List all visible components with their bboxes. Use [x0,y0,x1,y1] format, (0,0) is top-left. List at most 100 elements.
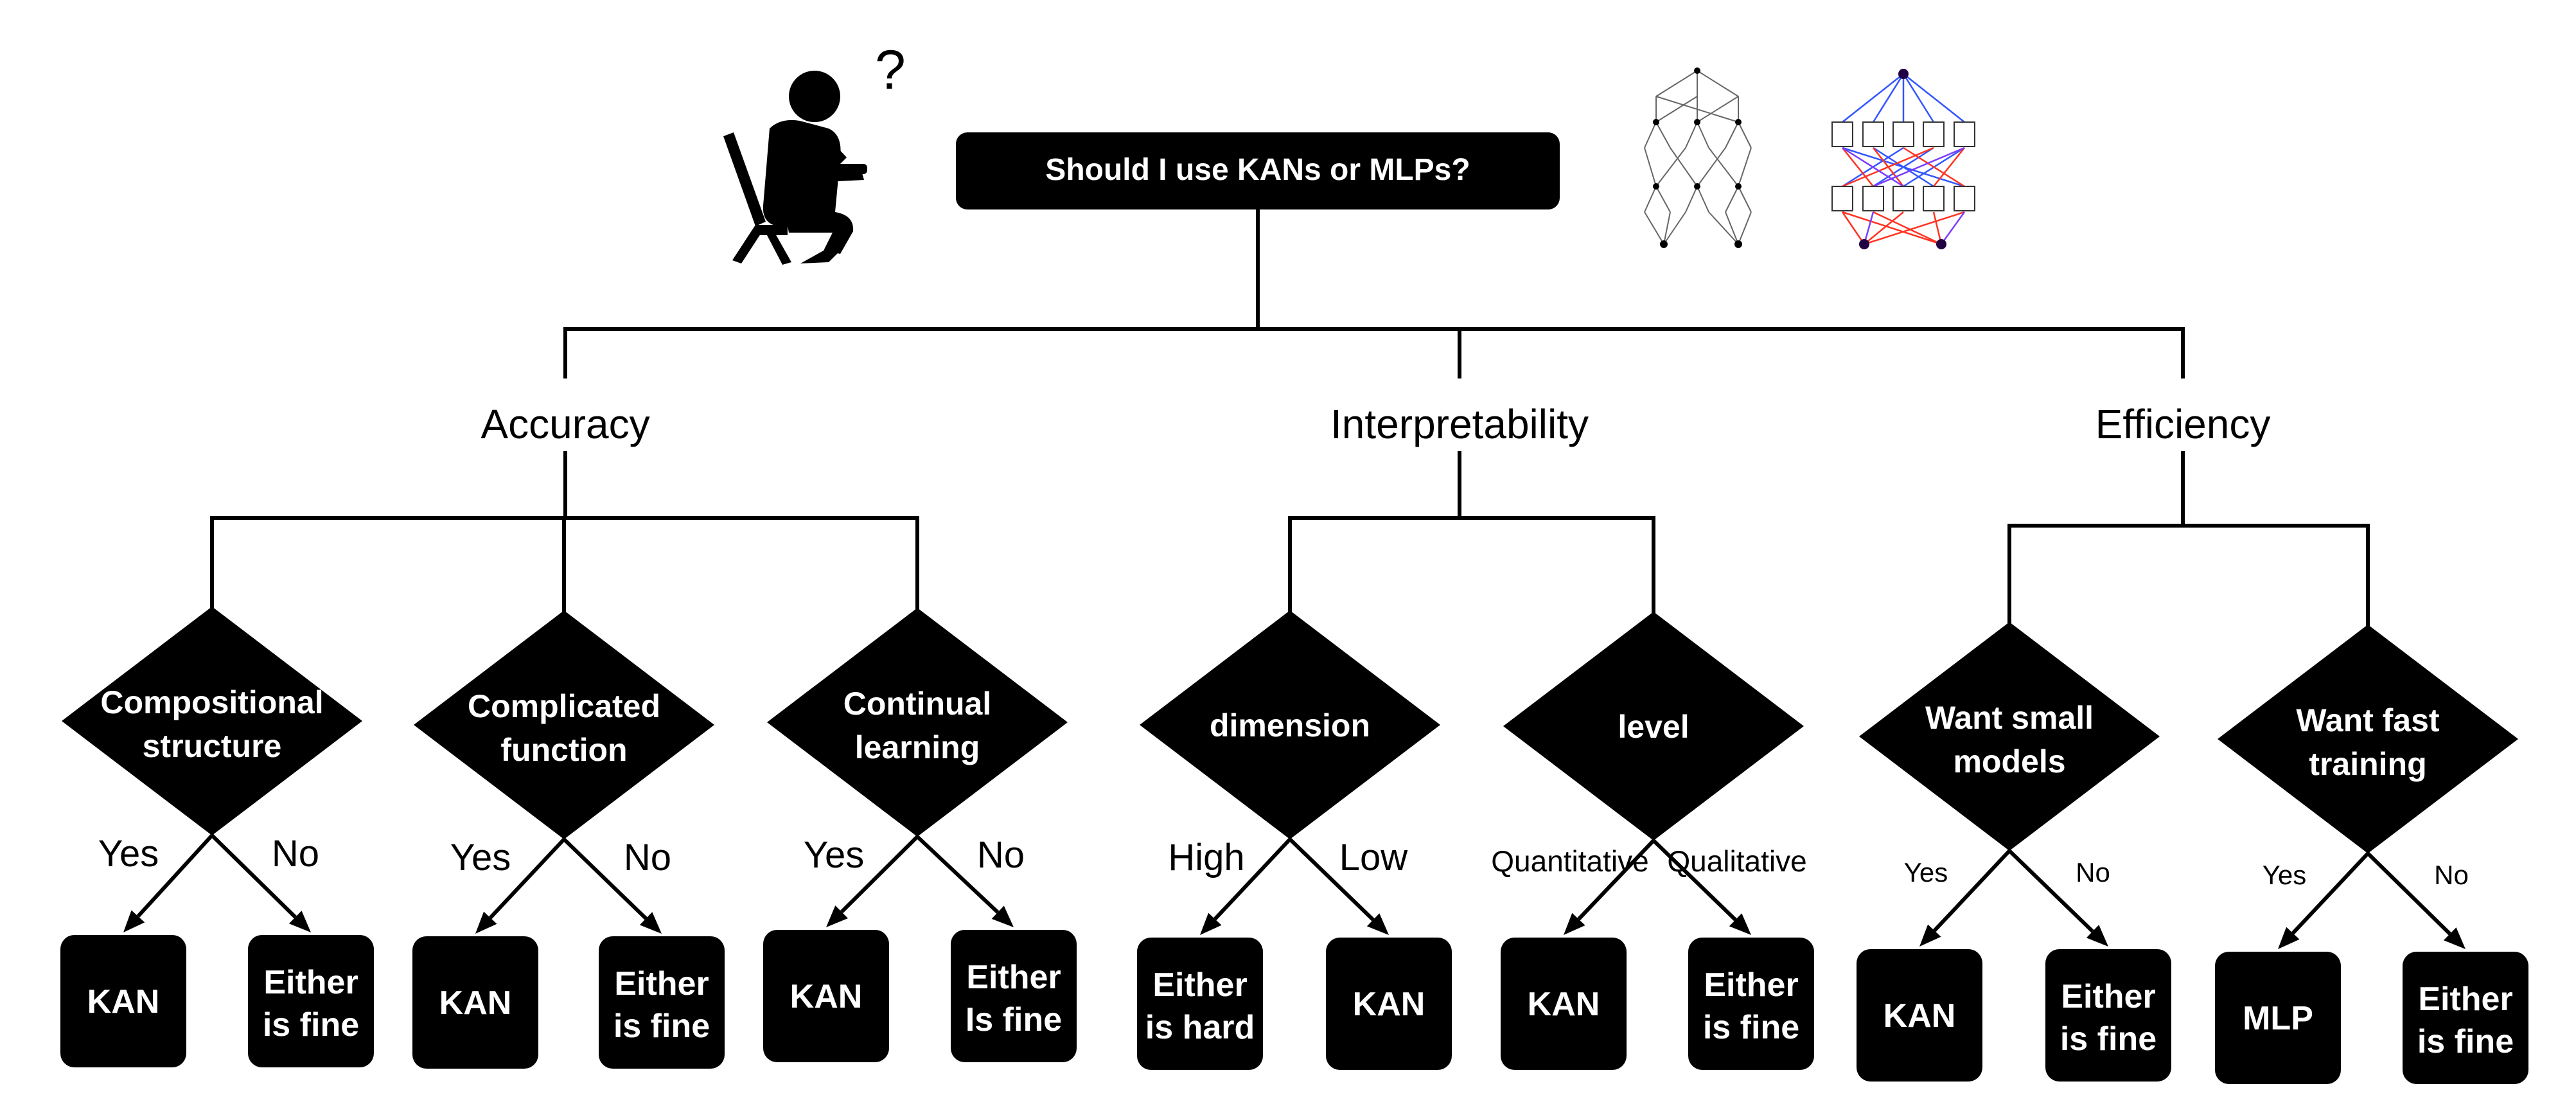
decision-text-line2: models [1953,743,2065,779]
edge-label-left: Quantitative [1491,844,1648,878]
outcome-box [1501,938,1627,1070]
outcome-text-line1: Either [263,964,358,1001]
arrow-right-head [991,905,1014,927]
outcome-text-line2: is fine [2417,1023,2514,1060]
outcome-text-line1: Either [1704,966,1798,1004]
arrow-left-head [1564,913,1585,935]
arrow-right [210,833,311,932]
outcome-box [60,935,186,1067]
arrow-right-shaft [2007,849,2094,933]
outcome-box [1326,938,1452,1070]
arrow-right [1652,839,1751,935]
decision-diamond [62,607,362,835]
category-label: Interpretability [1330,401,1589,447]
category-label: Efficiency [2095,401,2271,447]
arrow-right-shaft [1288,837,1375,921]
kan-network-icon [1644,67,1752,248]
decision-diamond [767,608,1068,837]
outcome-text-line2: is fine [1703,1009,1799,1046]
arrow-right [2366,851,2466,949]
root-question-text: Should I use KANs or MLPs? [1045,153,1470,187]
arrow-left-shaft [1213,837,1292,921]
root-question-box [956,132,1560,209]
decision-text-line1: Continual [843,686,992,722]
arrow-right [2007,849,2108,947]
edge-label-right: No [624,837,671,878]
arrow-left [826,835,919,927]
decision-diamond [1503,612,1804,841]
arrow-left [1564,839,1655,935]
outcome-text: KAN [1528,986,1600,1023]
arrow-left-shaft [1933,849,2011,932]
arrow-right-head [2443,927,2466,949]
edge-label-left: Yes [1904,857,1948,887]
arrow-left [123,833,214,932]
mlp-network-icon [1831,69,1975,249]
arrow-right-shaft [210,833,297,919]
arrow-left-head [1200,913,1222,935]
decision-text-line2: training [2309,746,2426,782]
arrow-right-head [288,911,311,932]
outcome-text-line2: is hard [1145,1009,1255,1046]
arrow-left-head [123,910,145,932]
outcome-box [2045,949,2171,1082]
outcome-box [763,930,889,1062]
decision-text-line2: structure [143,728,282,764]
decision-text-line1: Want small [1925,700,2094,736]
edge-label-left: Yes [98,833,159,875]
outcome-box [951,930,1077,1062]
decision-diamond [1140,610,1440,839]
arrow-right-head [2086,925,2108,947]
decision-text-line2: learning [855,729,980,765]
edge-label-right: No [272,833,319,875]
outcome-box [1137,938,1263,1070]
arrow-right-head [1729,913,1751,935]
outcome-text: KAN [1883,997,1956,1035]
arrow-right-shaft [915,835,1000,914]
outcome-text: KAN [790,978,863,1015]
arrow-right-shaft [562,837,648,920]
outcome-text-line2: Is fine [966,1001,1062,1038]
outcome-text: KAN [87,983,160,1020]
decision-diamond [2218,625,2518,853]
arrow-left-shaft [2291,851,2370,935]
arrow-right [562,837,662,934]
arrow-right-head [639,912,662,934]
outcome-box [1857,949,1982,1082]
arrow-left-head [826,905,848,927]
question-mark: ? [875,39,906,101]
connector-lines [123,208,2466,949]
arrow-right-shaft [2366,851,2451,936]
arrow-left-head [2278,927,2300,949]
edge-label-right: Qualitative [1667,844,1806,878]
edge-label-left: High [1168,837,1244,878]
outcome-text-line2: is fine [2060,1020,2157,1058]
outcome-text: KAN [1353,986,1425,1023]
edge-label-right: No [2434,860,2469,890]
outcome-box [1688,938,1814,1070]
edge-label-right: Low [1339,837,1409,878]
outcome-box [412,936,538,1069]
arrow-left-head [475,911,497,934]
arrow-right [915,835,1014,927]
arrow-right [1288,837,1389,935]
outcome-text-line2: is fine [613,1008,710,1045]
decision-text: dimension [1210,708,1370,743]
decision-text: level [1618,709,1689,745]
arrow-right-shaft [1652,839,1737,921]
edge-label-left: Yes [450,837,511,878]
outcome-box [599,936,725,1069]
arrow-left-shaft [1577,839,1655,921]
outcome-text-line1: Either [614,965,709,1002]
edge-label-left: Yes [804,834,865,876]
decision-text-line1: Want fast [2296,702,2439,738]
outcome-text-line1: Either [1152,966,1247,1004]
outcome-text-line1: Either [966,959,1061,996]
arrow-left-shaft [136,833,214,918]
arrow-left-shaft [840,835,919,914]
arrow-right-head [1366,913,1389,935]
decision-text-line1: Compositional [100,684,323,720]
arrow-left [1200,837,1292,935]
